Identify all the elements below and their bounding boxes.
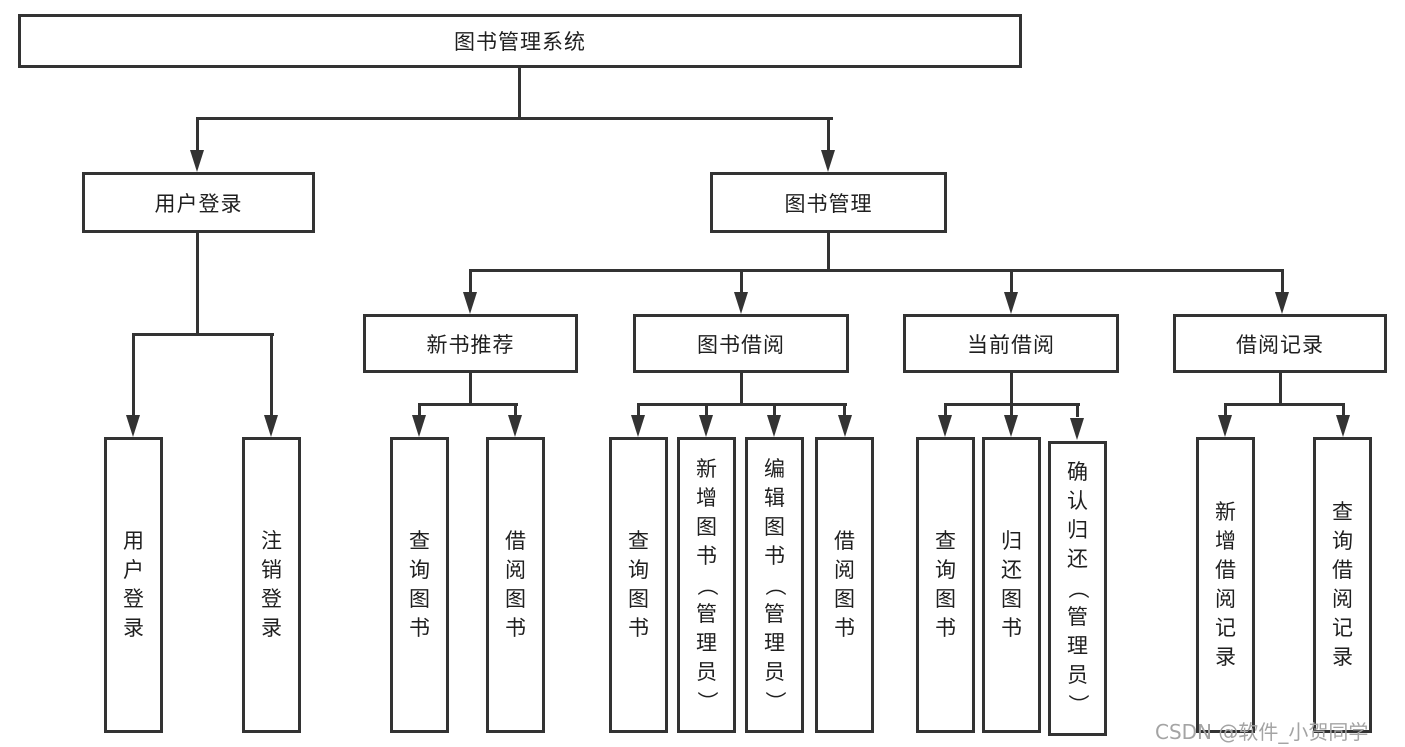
leaf-query-books-borrow: 查询图书 (609, 437, 668, 733)
arrow-down-icon (463, 292, 477, 314)
node-user-login: 用户登录 (82, 172, 315, 233)
node-book-borrow-label: 图书借阅 (697, 332, 785, 357)
leaf-query-books-current-label: 查询图书 (935, 529, 956, 640)
leaf-logout-label: 注销登录 (261, 529, 282, 640)
connector-line (1010, 269, 1013, 295)
leaf-add-borrow-record: 新增借阅记录 (1196, 437, 1255, 733)
leaf-user-login-label: 用户登录 (123, 529, 144, 640)
connector-line (1279, 373, 1282, 406)
connector-line (418, 403, 518, 406)
leaf-edit-books-admin-label: 编辑图书（管理员） (763, 456, 787, 712)
connector-line (773, 403, 776, 417)
node-book-management-label: 图书管理 (784, 191, 873, 216)
connector-line (1224, 403, 1345, 406)
node-root: 图书管理系统 (18, 14, 1022, 68)
leaf-query-books-current: 查询图书 (916, 437, 975, 733)
connector-line (132, 333, 135, 417)
arrow-down-icon (631, 415, 645, 437)
node-current-borrow-label: 当前借阅 (967, 332, 1055, 357)
csdn-watermark: CSDN @软件_小贺同学 (1155, 720, 1369, 744)
connector-line (637, 403, 847, 406)
arrow-down-icon (412, 415, 426, 437)
connector-line (1281, 269, 1284, 295)
connector-line (132, 333, 274, 336)
node-user-login-label: 用户登录 (154, 191, 243, 216)
leaf-add-books-admin-label: 新增图书（管理员） (695, 456, 719, 712)
leaf-borrow-books-newrec-label: 借阅图书 (505, 529, 526, 640)
connector-line (514, 403, 517, 417)
connector-line (1010, 403, 1013, 417)
connector-line (469, 373, 472, 406)
leaf-user-login: 用户登录 (104, 437, 163, 733)
arrow-down-icon (1004, 415, 1018, 437)
connector-line (469, 269, 1284, 272)
arrow-down-icon (821, 150, 835, 172)
connector-line (1010, 373, 1013, 406)
connector-line (1224, 403, 1227, 417)
connector-line (196, 233, 199, 336)
connector-line (827, 233, 830, 272)
node-new-book-recommend-label: 新书推荐 (426, 332, 515, 357)
arrow-down-icon (190, 150, 204, 172)
connector-line (740, 269, 743, 295)
arrow-down-icon (1275, 292, 1289, 314)
arrow-down-icon (734, 292, 748, 314)
connector-line (469, 269, 472, 295)
arrow-down-icon (126, 415, 140, 437)
node-book-management: 图书管理 (710, 172, 947, 233)
leaf-add-borrow-record-label: 新增借阅记录 (1215, 500, 1236, 669)
leaf-add-books-admin: 新增图书（管理员） (677, 437, 736, 733)
leaf-query-borrow-record-label: 查询借阅记录 (1332, 500, 1353, 669)
node-borrow-record: 借阅记录 (1173, 314, 1387, 373)
connector-line (637, 403, 640, 417)
connector-line (270, 333, 273, 417)
arrow-down-icon (838, 415, 852, 437)
arrow-down-icon (1004, 292, 1018, 314)
leaf-confirm-return-admin: 确认归还（管理员） (1048, 441, 1107, 736)
connector-line (705, 403, 708, 417)
connector-line (944, 403, 947, 417)
connector-line (843, 403, 846, 417)
leaf-return-books: 归还图书 (982, 437, 1041, 733)
connector-line (518, 68, 521, 120)
leaf-confirm-return-admin-label: 确认归还（管理员） (1066, 460, 1090, 715)
leaf-borrow-books-newrec: 借阅图书 (486, 437, 545, 733)
connector-line (196, 117, 199, 153)
node-root-label: 图书管理系统 (454, 30, 586, 54)
arrow-down-icon (699, 415, 713, 437)
leaf-borrow-books: 借阅图书 (815, 437, 874, 733)
connector-line (418, 403, 421, 417)
leaf-query-books-borrow-label: 查询图书 (628, 529, 649, 640)
leaf-query-books-newrec-label: 查询图书 (409, 529, 430, 640)
leaf-borrow-books-label: 借阅图书 (834, 529, 855, 640)
arrow-down-icon (264, 415, 278, 437)
leaf-edit-books-admin: 编辑图书（管理员） (745, 437, 804, 733)
connector-line (1342, 403, 1345, 417)
arrow-down-icon (1336, 415, 1350, 437)
arrow-down-icon (1218, 415, 1232, 437)
connector-line (740, 373, 743, 406)
connector-line (1076, 403, 1079, 417)
arrow-down-icon (767, 415, 781, 437)
arrow-down-icon (508, 415, 522, 437)
node-current-borrow: 当前借阅 (903, 314, 1119, 373)
leaf-query-borrow-record: 查询借阅记录 (1313, 437, 1372, 733)
node-book-borrow: 图书借阅 (633, 314, 849, 373)
connector-line (827, 117, 830, 153)
arrow-down-icon (1070, 418, 1084, 440)
connector-line (196, 117, 833, 120)
leaf-logout: 注销登录 (242, 437, 301, 733)
leaf-return-books-label: 归还图书 (1001, 529, 1022, 640)
node-borrow-record-label: 借阅记录 (1236, 332, 1324, 357)
leaf-query-books-newrec: 查询图书 (390, 437, 449, 733)
node-new-book-recommend: 新书推荐 (363, 314, 578, 373)
arrow-down-icon (938, 415, 952, 437)
